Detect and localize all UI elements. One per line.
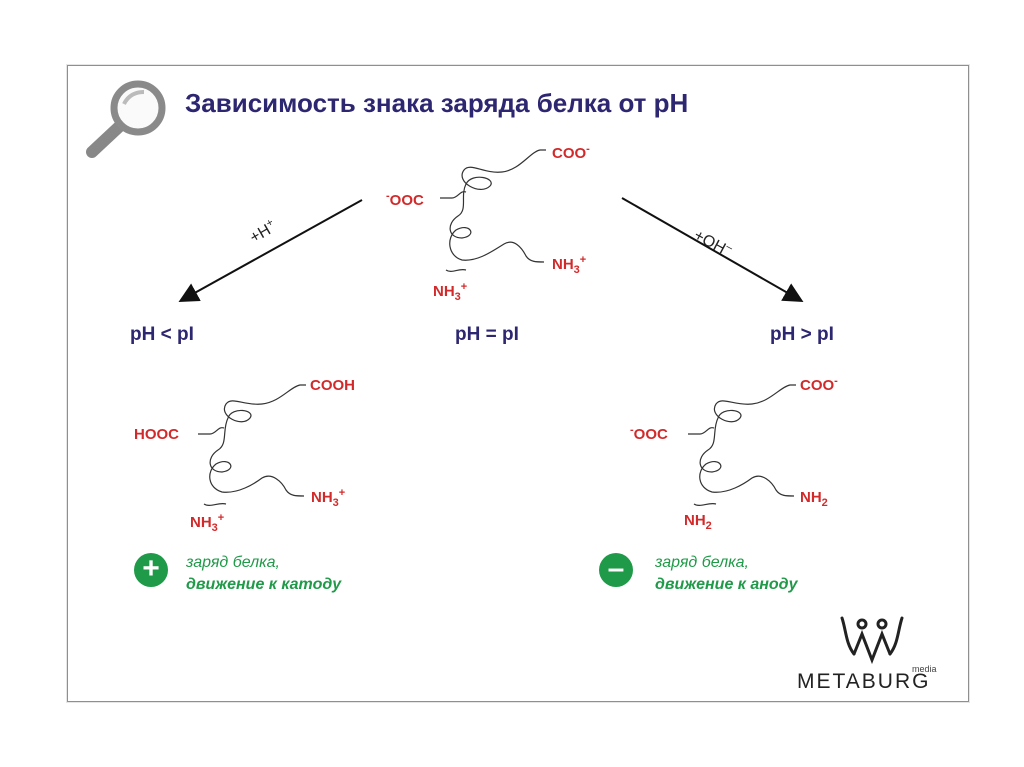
center-top-group: COO-: [552, 143, 590, 162]
right-right-amine: NH2: [800, 489, 828, 509]
right-top-group: COO-: [800, 375, 838, 394]
logo-text: METABURG: [797, 670, 931, 693]
center-right-amine: NH3+: [552, 254, 587, 276]
slide-frame: [67, 65, 969, 702]
left-bottom-amine: NH3+: [190, 512, 225, 534]
protein-chain-left: [198, 384, 306, 507]
arrow-right: [621, 197, 804, 302]
metaburg-logo-icon: [840, 616, 904, 665]
left-top-group: COOH: [310, 377, 355, 394]
charge-right-text: заряд белка, движение к аноду: [655, 554, 798, 593]
left-side-group: HOOC: [134, 426, 179, 443]
logo-small-text: media: [912, 664, 937, 674]
magnifier-icon: [86, 80, 166, 158]
arrow-left: [178, 199, 363, 302]
page-title: Зависимость знака заряда белка от pH: [185, 88, 689, 118]
ph-less-label: pH < pI: [130, 324, 194, 345]
ph-equal-label: pH = pI: [455, 324, 519, 345]
right-bottom-amine: NH2: [684, 512, 712, 532]
minus-charge-icon: –: [599, 553, 633, 587]
charge-left-text: заряд белка, движение к катоду: [186, 554, 342, 593]
left-right-amine: NH3+: [311, 487, 346, 509]
ph-greater-label: pH > pI: [770, 324, 834, 345]
protein-chain-center: [440, 149, 546, 273]
center-side-group: -OOC: [386, 190, 424, 209]
protein-chain-right: [688, 384, 796, 507]
right-side-group: -OOC: [630, 424, 668, 443]
center-bottom-amine: NH3+: [433, 281, 468, 303]
plus-charge-icon: +: [134, 553, 168, 587]
